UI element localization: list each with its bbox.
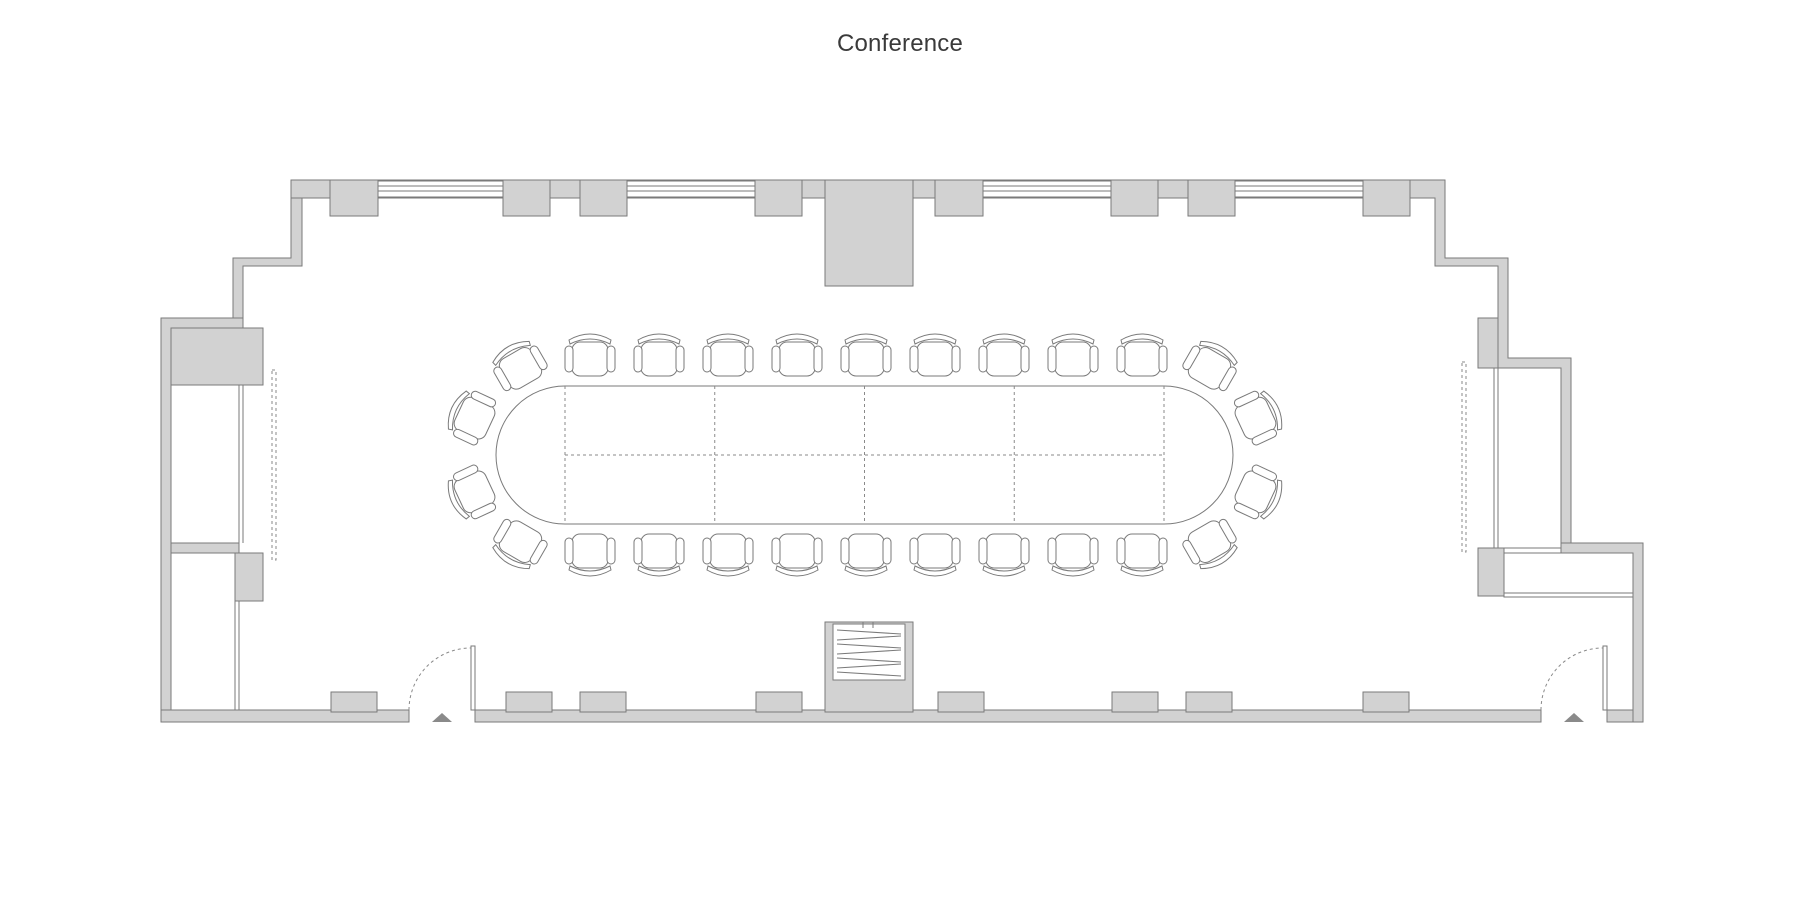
chair: [1047, 533, 1099, 577]
chair: [840, 533, 892, 577]
chair: [1116, 533, 1168, 577]
partition-right: [1461, 361, 1467, 553]
column-top-center: [824, 179, 914, 287]
partition-left: [271, 369, 277, 561]
left-closets: [170, 327, 277, 711]
chair: [564, 333, 616, 377]
chair: [1233, 390, 1283, 446]
piers-top: [329, 179, 1411, 287]
windows-top: [377, 180, 1364, 198]
chair: [1182, 518, 1238, 570]
closet-upper: [170, 384, 240, 544]
closet-right-lower: [1503, 552, 1634, 598]
chair: [492, 518, 548, 570]
chair: [447, 464, 497, 520]
wall-bottom-left: [160, 709, 410, 723]
chair: [840, 333, 892, 377]
staircase-icon: [832, 622, 906, 681]
chair: [633, 333, 685, 377]
chair: [909, 333, 961, 377]
chair: [1047, 333, 1099, 377]
closet-right-upper: [1497, 367, 1562, 549]
closet-lower: [170, 552, 236, 711]
chair: [1233, 464, 1283, 520]
chair: [447, 390, 497, 446]
chair: [909, 533, 961, 577]
door-left[interactable]: [408, 645, 476, 722]
chair: [633, 533, 685, 577]
chair: [702, 333, 754, 377]
chair: [978, 333, 1030, 377]
chair: [702, 533, 754, 577]
chair: [564, 533, 616, 577]
chair: [771, 533, 823, 577]
window-2: [626, 180, 756, 198]
chair: [771, 333, 823, 377]
window-3: [982, 180, 1112, 198]
chairs: [447, 333, 1283, 577]
table-sections: [564, 386, 1165, 524]
right-closets: [1461, 317, 1634, 598]
door-arrow-icon: [1564, 713, 1584, 722]
window-4: [1234, 180, 1364, 198]
chair: [978, 533, 1030, 577]
chair: [1116, 333, 1168, 377]
door-right[interactable]: [1540, 645, 1608, 722]
chair: [492, 340, 548, 392]
window-1: [377, 180, 504, 198]
page-title: Conference: [836, 30, 964, 57]
chair: [1182, 340, 1238, 392]
conference-table: [495, 385, 1234, 525]
door-arrow-icon: [432, 713, 452, 722]
